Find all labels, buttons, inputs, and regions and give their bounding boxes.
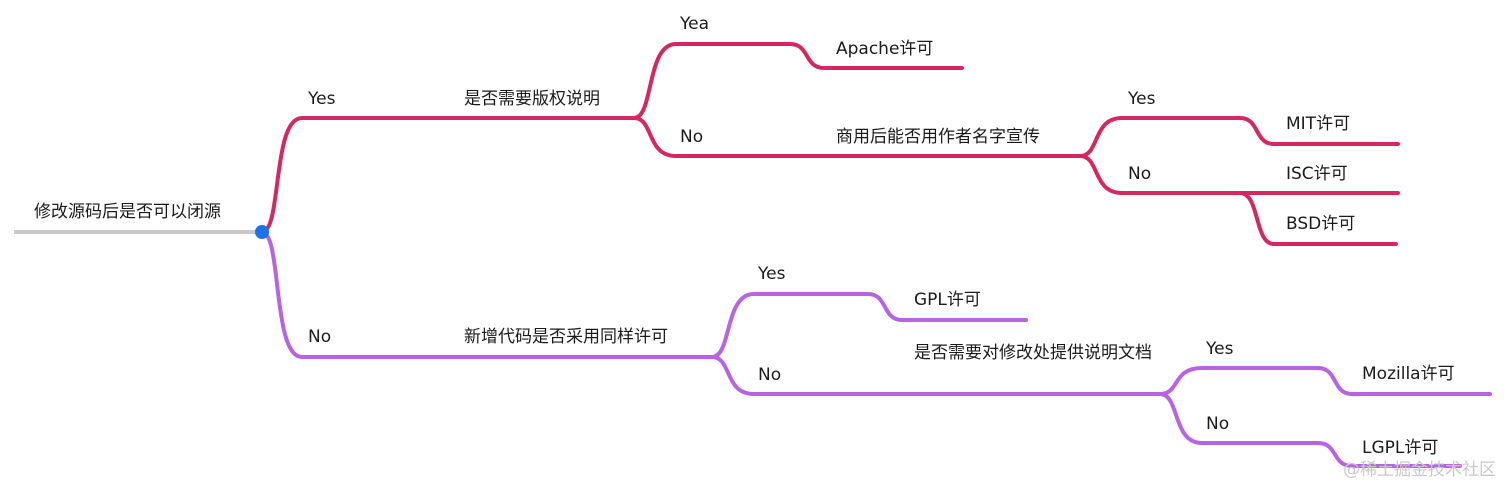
edge-mozilla xyxy=(1316,366,1492,396)
no-copyright-label: No xyxy=(680,127,704,147)
apache-label: Apache许可 xyxy=(836,39,934,59)
edge-bsd xyxy=(1238,191,1398,246)
yes-top-label: Yes xyxy=(308,89,336,109)
no-same-label: No xyxy=(758,365,782,385)
edge-yes-same xyxy=(710,292,870,359)
q-same-license-label: 新增代码是否采用同样许可 xyxy=(464,327,668,347)
edge-no-name xyxy=(1078,154,1400,195)
no-doc-label: No xyxy=(1206,414,1230,434)
watermark: @稀土掘金技术社区 xyxy=(1343,460,1496,480)
bottom-branch xyxy=(260,230,1492,468)
edge-root-no xyxy=(260,230,714,359)
q-copyright-label: 是否需要版权说明 xyxy=(464,89,600,109)
yes-name-label: Yes xyxy=(1128,89,1156,109)
top-branch xyxy=(260,42,1400,246)
edge-no-copyright xyxy=(632,116,1082,158)
isc-label: ISC许可 xyxy=(1286,164,1348,184)
yes-same-label: Yes xyxy=(758,264,786,284)
root-dot xyxy=(255,225,269,239)
yes-doc-label: Yes xyxy=(1206,339,1234,359)
edge-lgpl xyxy=(1316,441,1462,468)
edge-mit xyxy=(1238,116,1400,146)
edge-yes-name xyxy=(1078,116,1242,158)
edge-yes-doc xyxy=(1158,366,1320,396)
lgpl-label: LGPL许可 xyxy=(1362,438,1439,458)
root-label: 修改源码后是否可以闭源 xyxy=(34,202,221,222)
yea-label: Yea xyxy=(680,14,710,34)
edge-apache xyxy=(788,42,964,70)
bsd-label: BSD许可 xyxy=(1286,214,1356,234)
gpl-label: GPL许可 xyxy=(914,290,981,310)
no-name-label: No xyxy=(1128,164,1152,184)
mozilla-label: Mozilla许可 xyxy=(1362,364,1455,384)
edge-gpl xyxy=(866,292,1028,322)
edge-root-yes xyxy=(260,116,636,234)
edge-no-same xyxy=(710,355,1162,396)
mit-label: MIT许可 xyxy=(1286,114,1351,134)
q-doc-label: 是否需要对修改处提供说明文档 xyxy=(914,343,1152,363)
edge-no-doc xyxy=(1158,392,1320,445)
q-author-name-label: 商用后能否用作者名字宣传 xyxy=(836,127,1040,147)
no-bottom-label: No xyxy=(308,327,332,347)
edge-yea xyxy=(632,42,792,120)
